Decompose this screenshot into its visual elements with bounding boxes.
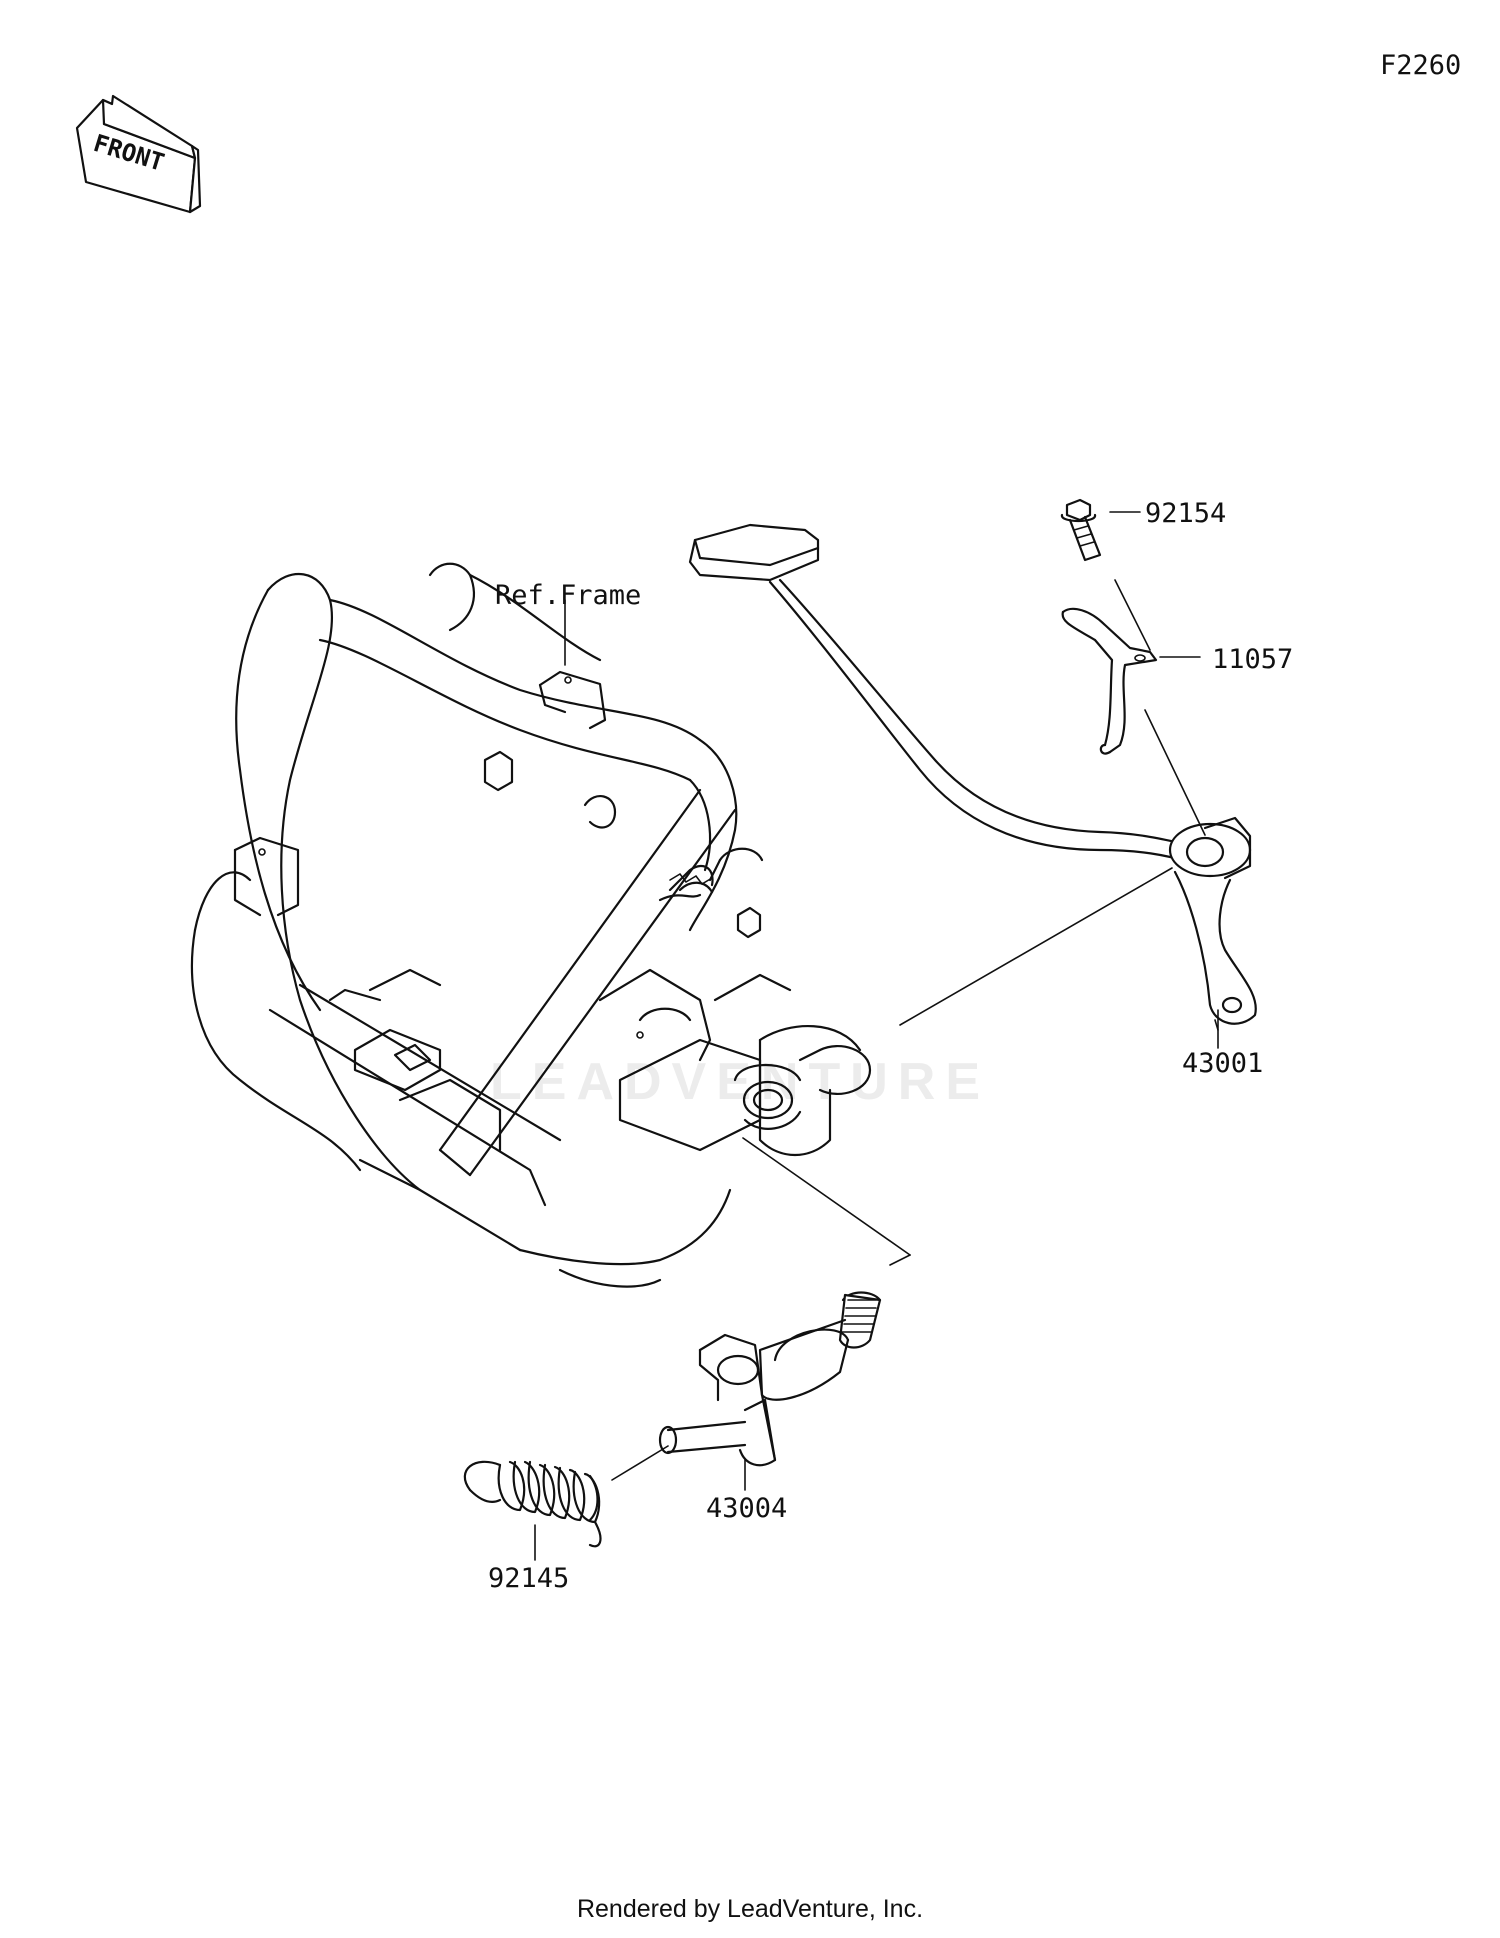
diagram-code: F2260 [1380,50,1462,81]
part-label-43004[interactable]: 43004 [706,1493,788,1524]
bracket-part [1061,607,1158,755]
reference-frame-label: Ref.Frame [495,580,642,611]
pivot-shaft-part [658,1291,882,1467]
frame-assembly [190,562,872,1288]
part-label-11057[interactable]: 11057 [1212,644,1294,675]
brake-pedal-part [688,523,1257,1025]
footer-credit: Rendered by LeadVenture, Inc. [576,1895,924,1923]
part-label-92154[interactable]: 92154 [1145,498,1227,529]
leader-lines [534,511,1219,1561]
front-arrow-icon: FRONT [75,94,202,214]
watermark-text: LEADVENTURE [490,1053,991,1111]
bolt-part [1060,498,1102,562]
part-label-43001[interactable]: 43001 [1182,1048,1264,1079]
part-label-92145[interactable]: 92145 [488,1563,570,1594]
spring-part [463,1460,602,1548]
